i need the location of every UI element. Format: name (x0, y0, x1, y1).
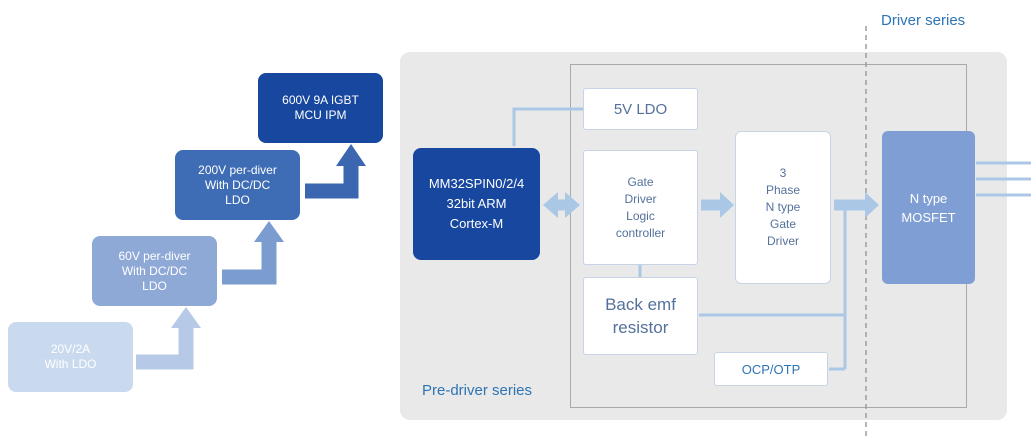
arrow-20v-to-60v (136, 307, 201, 370)
step-line: With DC/DC (121, 263, 188, 278)
gate-driver-line: Gate (769, 217, 796, 231)
logic-line: Driver (624, 191, 657, 206)
back-emf-block: Back emf resistor (583, 277, 698, 355)
ocp-label: OCP/OTP (741, 361, 801, 377)
mosfet-line: MOSFET (901, 209, 956, 225)
arrow-60v-to-200v (222, 221, 284, 285)
roadmap-step-200v: 200V per-diver With DC/DC LDO (175, 150, 300, 220)
mosfet-line: N type (909, 190, 948, 206)
gate-driver-logic-block: Gate Driver Logic controller (583, 150, 698, 265)
back-emf-line: resistor (612, 318, 669, 337)
mosfet-block: N type MOSFET (882, 131, 975, 284)
mcu-line: MM32SPIN0/2/4 (428, 176, 525, 191)
gate-driver-line: Phase (765, 183, 801, 197)
ocp-otp-block: OCP/OTP (714, 352, 828, 386)
gate-driver-line: Driver (767, 234, 799, 248)
logic-line: controller (615, 225, 666, 240)
roadmap-step-600v: 600V 9A IGBT MCU IPM (258, 73, 383, 143)
step-line: With LDO (44, 357, 97, 371)
ldo-block: 5V LDO (583, 88, 698, 130)
mcu-line: Cortex-M (449, 216, 504, 231)
step-line: 600V 9A IGBT (282, 93, 359, 107)
mcu-line: 32bit ARM (446, 196, 507, 211)
driver-series-label: Driver series (881, 12, 966, 29)
logic-line: Logic (626, 208, 655, 223)
roadmap-step-20v: 20V/2A With LDO (8, 322, 133, 392)
three-phase-gate-driver-block: 3 Phase N type Gate Driver (735, 131, 831, 284)
step-line: With DC/DC (204, 177, 271, 192)
step-line: 60V per-diver (118, 248, 191, 263)
ldo-label: 5V LDO (613, 100, 668, 118)
mcu-block: MM32SPIN0/2/4 32bit ARM Cortex-M (413, 148, 540, 260)
gate-driver-line: N type (765, 200, 801, 214)
roadmap-step-60v: 60V per-diver With DC/DC LDO (92, 236, 217, 306)
step-line: 20V/2A (50, 342, 91, 356)
back-emf-line: Back emf (605, 295, 676, 314)
step-line: 200V per-diver (198, 162, 277, 177)
step-line: MCU IPM (294, 108, 347, 122)
pre-driver-series-label: Pre-driver series (422, 382, 533, 399)
step-line: LDO (225, 192, 250, 207)
arrow-200v-to-600v (305, 144, 366, 199)
step-line: LDO (142, 278, 167, 293)
gate-driver-line: 3 (779, 166, 787, 180)
logic-line: Gate (627, 174, 654, 189)
